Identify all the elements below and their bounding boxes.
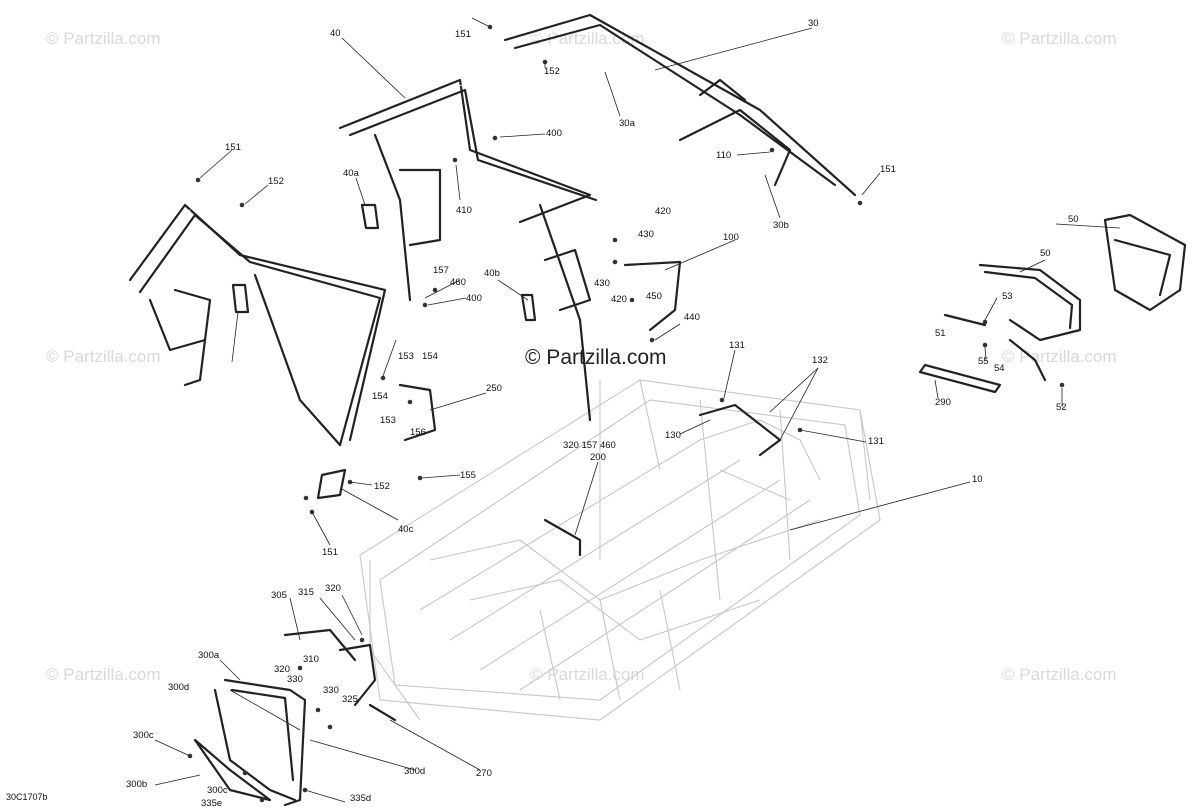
callout-40c: 40c xyxy=(398,524,414,535)
part-300-door-assembly xyxy=(193,628,377,807)
front-roll-bar xyxy=(128,203,387,447)
callout-250: 250 xyxy=(486,383,502,394)
callout-410: 410 xyxy=(456,205,472,216)
callout-132: 132 xyxy=(812,355,828,366)
callout-110: 110 xyxy=(716,150,731,161)
callout-450: 450 xyxy=(646,291,662,302)
callout-420: 420 xyxy=(655,206,671,217)
callout-152c: 152 xyxy=(374,481,390,492)
part-40a-bracket xyxy=(360,203,380,230)
part-30-rear-roll-bar xyxy=(503,13,857,197)
part-200-bracket xyxy=(543,518,582,557)
callout-320: 320 xyxy=(325,583,341,594)
callout-30a: 30a xyxy=(619,118,636,129)
center-watermark: © Partzilla.com xyxy=(525,346,667,369)
callout-40: 40 xyxy=(330,28,341,39)
callout-157: 157 xyxy=(433,265,449,276)
callout-305: 305 xyxy=(271,590,287,601)
watermark-group: © Partzilla.com © Partzilla.com © Partzi… xyxy=(46,29,1117,684)
watermark: © Partzilla.com xyxy=(530,29,645,48)
callout-53: 53 xyxy=(1002,291,1013,302)
part-250-grab-handle xyxy=(398,383,437,442)
callout-55: 55 xyxy=(978,356,989,367)
callout-300d: 300d xyxy=(168,682,189,693)
diagram-code: 30C1707b xyxy=(6,792,48,802)
callout-50: 50 xyxy=(1068,214,1079,225)
callout-420b: 420 xyxy=(611,294,627,305)
part-30c-bracket xyxy=(231,283,250,314)
watermark: © Partzilla.com xyxy=(1002,29,1117,48)
fasteners xyxy=(187,24,1065,803)
watermark: © Partzilla.com xyxy=(1002,665,1117,684)
callout-335e: 335e xyxy=(201,798,222,809)
callout-320b: 320 xyxy=(274,664,290,675)
callout-325: 325 xyxy=(342,694,358,705)
watermark: © Partzilla.com xyxy=(46,665,161,684)
callout-151d: 151 xyxy=(322,547,338,558)
callout-335d: 335d xyxy=(350,793,371,804)
callout-310: 310 xyxy=(303,654,319,665)
callout-320-157-460: 320 157 460 xyxy=(563,440,616,451)
watermark: © Partzilla.com xyxy=(46,29,161,48)
part-40b-bracket xyxy=(520,293,537,322)
callout-300a: 300a xyxy=(198,650,220,661)
part-130-tube xyxy=(698,403,782,457)
callout-300c: 300c xyxy=(133,730,154,741)
callout-100: 100 xyxy=(723,232,739,243)
callout-51: 51 xyxy=(935,328,946,339)
callout-300b: 300b xyxy=(126,779,147,790)
callout-130: 130 xyxy=(665,430,681,441)
callout-151b: 151 xyxy=(225,142,241,153)
callout-154: 154 xyxy=(422,351,438,362)
callout-152: 152 xyxy=(544,66,560,77)
callout-151c: 151 xyxy=(880,164,896,175)
callout-400b: 400 xyxy=(466,293,482,304)
callout-52: 52 xyxy=(1056,402,1067,413)
part-40c-plate xyxy=(316,468,347,500)
callout-54: 54 xyxy=(994,363,1005,374)
callout-430b: 430 xyxy=(594,278,610,289)
callout-330: 330 xyxy=(287,674,303,685)
callout-270: 270 xyxy=(476,768,492,779)
callout-labels: 30 30a 30b 40 40a 40b 40c 50 50 51 52 53… xyxy=(126,18,1079,809)
watermark: © Partzilla.com xyxy=(46,347,161,366)
watermark: © Partzilla.com xyxy=(1002,347,1117,366)
callout-460: 460 xyxy=(450,277,466,288)
callout-152b: 152 xyxy=(268,176,284,187)
callout-151: 151 xyxy=(455,29,471,40)
callout-300c-b: 300c xyxy=(207,785,228,796)
callout-200: 200 xyxy=(590,452,606,463)
callout-315: 315 xyxy=(298,587,314,598)
callout-131b: 131 xyxy=(868,436,884,447)
leader-lines xyxy=(154,17,1121,803)
callout-155: 155 xyxy=(460,470,476,481)
callout-290: 290 xyxy=(935,397,951,408)
part-50-rear-bracket xyxy=(978,213,1187,382)
part-100-tube xyxy=(623,260,682,332)
part-40-center-roll-bar xyxy=(338,78,598,422)
callout-30: 30 xyxy=(808,18,819,29)
callout-50b: 50 xyxy=(1040,248,1051,259)
part-290-strap xyxy=(918,363,1002,394)
part-51-bolt xyxy=(943,313,987,327)
callout-30b: 30b xyxy=(773,220,789,231)
callout-131: 131 xyxy=(729,340,745,351)
callout-430: 430 xyxy=(638,229,654,240)
callout-40b: 40b xyxy=(484,268,500,279)
callout-400: 400 xyxy=(546,128,562,139)
callout-153: 153 xyxy=(398,351,414,362)
callout-40a: 40a xyxy=(343,168,360,179)
callout-154b: 154 xyxy=(372,391,388,402)
main-frame-ghost xyxy=(359,379,881,721)
callout-440: 440 xyxy=(684,312,700,323)
callout-156: 156 xyxy=(410,427,426,438)
part-270-rod xyxy=(368,703,397,722)
callout-330b: 330 xyxy=(323,685,339,696)
callout-300d-b: 300d xyxy=(404,766,425,777)
callout-153b: 153 xyxy=(380,415,396,426)
callout-10: 10 xyxy=(972,474,983,485)
